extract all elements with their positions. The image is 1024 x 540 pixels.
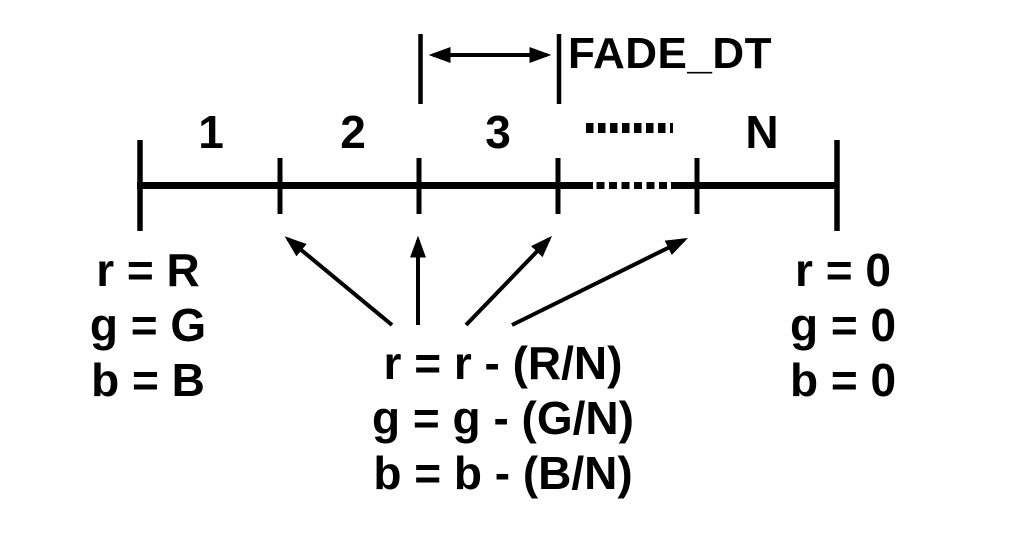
arrow-to-tick-4 (511, 238, 688, 327)
fade-dt-label: FADE_DT (568, 29, 772, 78)
update-g: g = g - (G/N) (372, 392, 634, 444)
segment-label-n: N (745, 106, 779, 158)
segment-label-1: 1 (198, 106, 224, 158)
update-r: r = r - (R/N) (383, 337, 623, 389)
per-step-update: r = r - (R/N) g = g - (G/N) b = b - (B/N… (372, 336, 634, 501)
initial-g: g = G (89, 299, 207, 351)
initial-values: r = R g = G b = B (90, 243, 206, 408)
timeline (137, 123, 840, 231)
fade-dt-bracket (418, 34, 562, 104)
segment-label-2: 2 (340, 106, 366, 158)
final-r: r = 0 (795, 244, 891, 296)
update-b: b = b - (B/N) (373, 447, 633, 499)
initial-r: r = R (96, 244, 200, 296)
arrow-to-tick-3 (464, 235, 553, 327)
final-b: b = 0 (789, 354, 897, 406)
final-values: r = 0 g = 0 b = 0 (790, 243, 896, 408)
final-g: g = 0 (789, 299, 897, 351)
arrow-to-tick-1 (284, 236, 394, 327)
initial-b: b = B (91, 354, 205, 406)
pointer-arrows (284, 235, 688, 327)
segment-label-3: 3 (485, 106, 511, 158)
